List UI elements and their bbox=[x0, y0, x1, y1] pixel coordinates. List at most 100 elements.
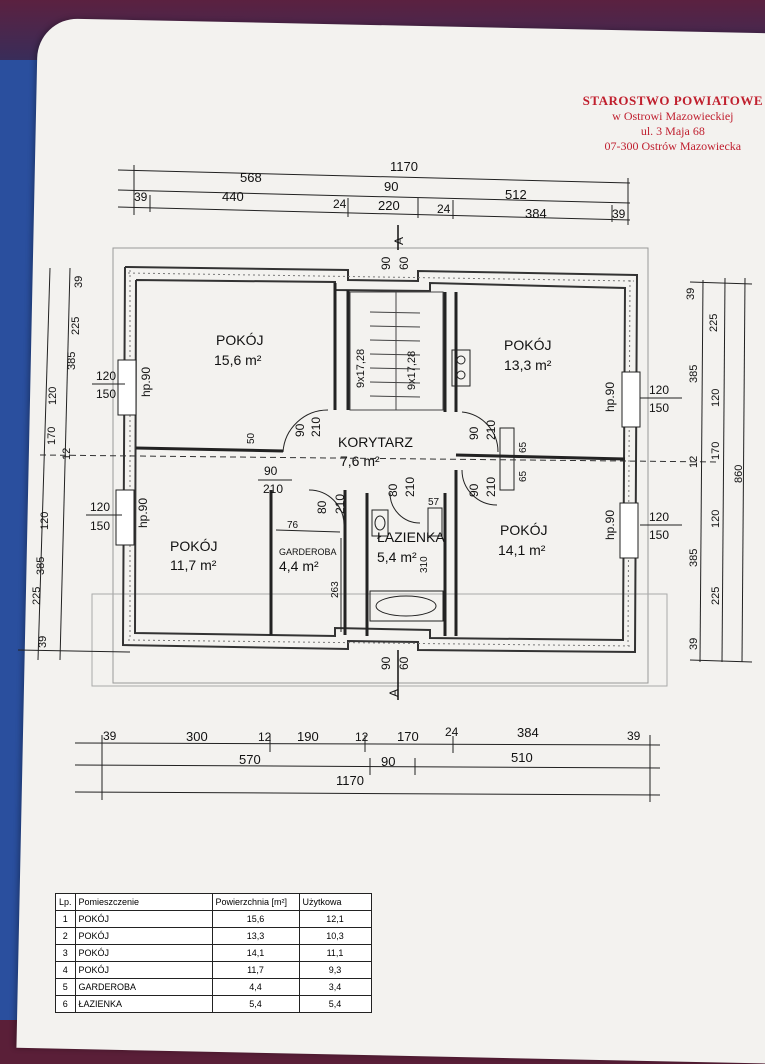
cell-room: POKÓJ bbox=[74, 944, 213, 962]
door-d-w: 80 bbox=[315, 500, 329, 514]
cell-usable: 3,4 bbox=[298, 978, 372, 996]
stair-90-top: 90 bbox=[379, 256, 393, 270]
dim-left-120b: 120 bbox=[39, 512, 51, 530]
door-f-w: 90 bbox=[467, 483, 481, 497]
window-r2-h: 150 bbox=[649, 528, 669, 542]
dim-right-39b: 39 bbox=[688, 638, 700, 650]
cell-lp: 3 bbox=[55, 944, 76, 962]
room-2-area: 13,3 m² bbox=[504, 357, 552, 373]
table-row: 2 POKÓJ 13,3 10,3 bbox=[55, 927, 372, 945]
dim-65b: 65 bbox=[518, 470, 529, 482]
cell-room: POKÓJ bbox=[74, 927, 213, 945]
dim-bot-39a: 39 bbox=[103, 729, 117, 743]
cell-lp: 2 bbox=[55, 927, 76, 945]
window-r1-w: 120 bbox=[649, 383, 669, 397]
dim-bot-300: 300 bbox=[186, 729, 208, 744]
window-l2-h: 150 bbox=[90, 519, 110, 533]
dim-top-568: 568 bbox=[240, 170, 262, 185]
dim-bot-510: 510 bbox=[511, 750, 533, 765]
dim-76-line bbox=[275, 529, 341, 533]
stairs-label-b: 9x17,28 bbox=[406, 351, 418, 390]
room-6-name: ŁAZIENKA bbox=[377, 529, 445, 545]
right-dimension-lines bbox=[689, 277, 753, 663]
axis-line bbox=[39, 454, 721, 463]
room-4-name: POKÓJ bbox=[170, 538, 217, 554]
dim-right-39: 39 bbox=[685, 288, 697, 300]
door-c-h: 210 bbox=[263, 482, 283, 496]
stamp-line-2: w Ostrowi Mazowieckiej bbox=[612, 109, 734, 123]
dim-top-384: 384 bbox=[525, 206, 547, 221]
stair-60-top: 60 bbox=[397, 256, 411, 270]
stamp-line-4: 07-300 Ostrów Mazowiecka bbox=[604, 139, 742, 153]
room-3-area: 7,6 m² bbox=[340, 453, 380, 469]
dim-left-12: 12 bbox=[61, 448, 73, 460]
dim-left-385: 385 bbox=[66, 352, 78, 370]
dim-right-120: 120 bbox=[710, 389, 722, 407]
table-row: 3 POKÓJ 14,1 11,1 bbox=[55, 944, 372, 962]
room-7-name: POKÓJ bbox=[500, 522, 547, 538]
staircase bbox=[349, 291, 444, 411]
window-l1-hp: hp.90 bbox=[139, 367, 153, 397]
door-d-h: 210 bbox=[333, 494, 347, 514]
dim-top-90: 90 bbox=[384, 179, 398, 194]
window-r1-hp: hp.90 bbox=[603, 382, 617, 412]
dim-bot-1170: 1170 bbox=[336, 773, 364, 788]
dim-top-512: 512 bbox=[505, 187, 527, 202]
room-4-area: 11,7 m² bbox=[170, 557, 217, 573]
cell-area: 4,4 bbox=[211, 978, 300, 996]
section-a-bottom: A bbox=[387, 689, 401, 697]
room-1-name: POKÓJ bbox=[216, 332, 263, 348]
window-l2-w: 120 bbox=[90, 500, 110, 514]
dim-bot-12b: 12 bbox=[355, 730, 369, 744]
stamp-line-3: ul. 3 Maja 68 bbox=[640, 124, 705, 138]
section-a-top: A bbox=[392, 237, 406, 245]
cell-room: POKÓJ bbox=[74, 910, 213, 928]
window-l1-w: 120 bbox=[96, 369, 116, 383]
dim-bot-39b: 39 bbox=[627, 729, 641, 743]
doors bbox=[282, 409, 515, 526]
dim-top-440: 440 bbox=[222, 189, 244, 204]
left-dimension-lines bbox=[17, 267, 131, 661]
cell-lp: 1 bbox=[55, 910, 76, 928]
cell-area: 5,4 bbox=[211, 995, 300, 1013]
table-row: 6 ŁAZIENKA 5,4 5,4 bbox=[55, 995, 372, 1013]
window-l1-h: 150 bbox=[96, 387, 116, 401]
th-lp: Lp. bbox=[55, 893, 76, 911]
dim-50: 50 bbox=[246, 432, 257, 444]
cell-room: ŁAZIENKA bbox=[74, 995, 213, 1013]
room-5-name: GARDEROBA bbox=[279, 547, 337, 557]
office-stamp: STAROSTWO POWIATOWE w Ostrowi Mazowiecki… bbox=[583, 93, 763, 154]
dim-65a: 65 bbox=[518, 441, 529, 453]
table-row: 5 GARDEROBA 4,4 3,4 bbox=[55, 978, 372, 996]
dim-left-385b: 385 bbox=[35, 557, 47, 575]
dim-top-1170: 1170 bbox=[390, 159, 418, 174]
door-a-h: 210 bbox=[309, 417, 323, 437]
door-a-w: 90 bbox=[293, 423, 307, 437]
interior-walls bbox=[135, 283, 626, 636]
roof-outline bbox=[112, 247, 649, 684]
table-row: 4 POKÓJ 11,7 9,3 bbox=[55, 961, 372, 979]
dim-left-170: 170 bbox=[46, 427, 58, 445]
door-f-h: 210 bbox=[484, 477, 498, 497]
dim-bot-190: 190 bbox=[297, 729, 319, 744]
cell-usable: 12,1 bbox=[298, 910, 372, 928]
room-5-area: 4,4 m² bbox=[279, 558, 319, 574]
cell-area: 13,3 bbox=[211, 927, 300, 945]
room-3-name: KORYTARZ bbox=[338, 434, 413, 450]
terrace-outline bbox=[91, 593, 668, 687]
dim-bot-90: 90 bbox=[381, 754, 395, 769]
dim-left-225b: 225 bbox=[31, 587, 43, 605]
dim-right-170: 170 bbox=[710, 442, 722, 460]
room-7-area: 14,1 m² bbox=[498, 542, 546, 558]
dim-right-225b: 225 bbox=[710, 587, 722, 605]
bathroom-fixtures bbox=[369, 349, 471, 622]
dim-left-39: 39 bbox=[73, 276, 85, 288]
table-header-row: Lp. Pomieszczenie Powierzchnia [m²] Użyt… bbox=[55, 893, 372, 911]
dim-top-220: 220 bbox=[378, 198, 400, 213]
cell-lp: 4 bbox=[55, 961, 76, 979]
cell-usable: 9,3 bbox=[298, 961, 372, 979]
cell-usable: 5,4 bbox=[298, 995, 372, 1013]
dim-310: 310 bbox=[419, 556, 430, 573]
cell-area: 15,6 bbox=[211, 910, 300, 928]
room-1-area: 15,6 m² bbox=[214, 352, 262, 368]
